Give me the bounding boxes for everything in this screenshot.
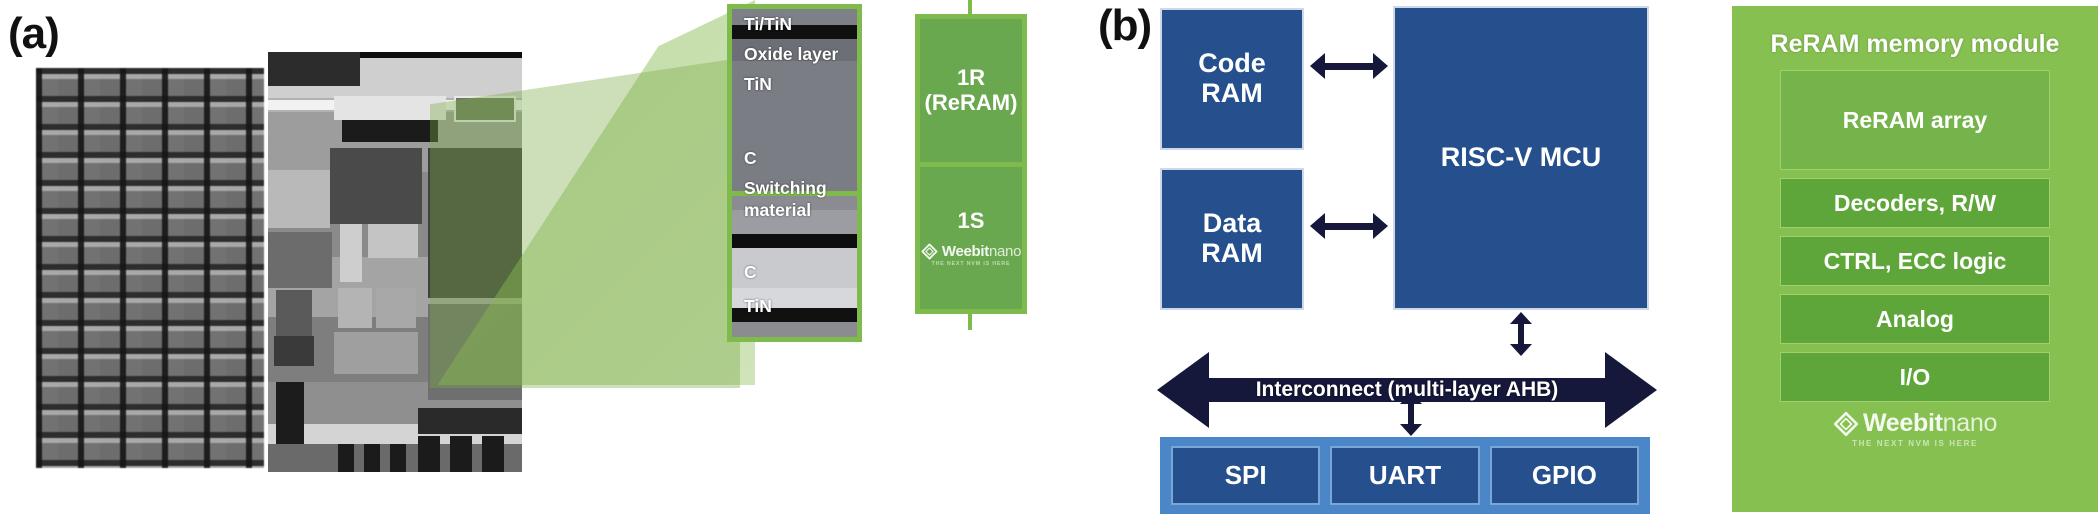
peripheral-spi: SPI: [1171, 446, 1321, 505]
layer-label-c-top: C: [744, 148, 757, 168]
tem-lower-segment: [732, 196, 857, 337]
1r1s-cell-schematic: 1R (ReRAM) 1S Weebitnano THE NEXT NVM IS…: [915, 14, 1027, 314]
1r-label-line1: 1R: [956, 64, 986, 90]
peripheral-bar: SPI UART GPIO: [1160, 437, 1650, 514]
code-ram-line2: RAM: [1201, 78, 1263, 108]
interconnect-label: Interconnect (multi-layer AHB): [1255, 378, 1559, 401]
reram-memory-module: ReRAM memory module ReRAM array Decoders…: [1732, 6, 2098, 512]
layer-label-oxide-layer: Oxide layer: [744, 44, 839, 64]
layer-label-tin-bottom: TiN: [744, 296, 772, 316]
weebitnano-wordmark-module: Weebitnano: [1862, 409, 1998, 437]
data-ram-line1: Data: [1202, 208, 1262, 239]
layer-label-c-bottom: C: [744, 262, 757, 282]
arrow-mcu-to-interconnect: [1510, 312, 1532, 356]
module-block-ctrl-ecc-logic: CTRL, ECC logic: [1780, 236, 2050, 286]
layer-label-switching-line1: Switching: [744, 178, 827, 198]
weebitnano-wordmark-cell: Weebitnano: [941, 243, 1022, 261]
1s-label: 1S: [957, 207, 985, 233]
weebitnano-tagline-module: THE NEXT NVM IS HERE: [1852, 439, 1978, 448]
cell-bottom-lead: [968, 312, 972, 330]
1r-label-line2: (ReRAM): [924, 90, 1018, 116]
arrow-code-ram-to-mcu: [1310, 53, 1388, 79]
layer-label-tin: TiN: [744, 74, 772, 94]
weebit-diamond-icon: [921, 243, 938, 260]
block-data-ram: Data RAM: [1160, 168, 1304, 310]
layer-label-ti-tin: Ti/TiN: [744, 14, 792, 34]
tem-cross-section-image: [268, 52, 522, 472]
1s-selector-block: 1S Weebitnano THE NEXT NVM IS HERE: [920, 167, 1022, 310]
weebitnano-logo-cell: Weebitnano THE NEXT NVM IS HERE: [921, 243, 1021, 267]
crossbar-array-sem-image: [36, 68, 264, 468]
weebitnano-tagline-cell: THE NEXT NVM IS HERE: [931, 260, 1011, 267]
module-block-reram-array: ReRAM array: [1780, 70, 2050, 170]
bus-arrow-right: [1605, 352, 1657, 428]
code-ram-line1: Code: [1198, 48, 1266, 79]
layer-label-switching-line2: material: [744, 200, 812, 220]
arrow-data-ram-to-mcu: [1310, 213, 1388, 239]
peripheral-gpio: GPIO: [1489, 446, 1639, 505]
panel-b-label: (b): [1098, 1, 1152, 50]
weebitnano-logo-module: Weebitnano THE NEXT NVM IS HERE: [1833, 409, 1997, 448]
reram-module-title: ReRAM memory module: [1770, 30, 2060, 58]
peripheral-uart: UART: [1330, 446, 1480, 505]
cell-top-lead: [968, 0, 972, 16]
risc-v-mcu-label: RISC-V MCU: [1440, 142, 1602, 173]
block-code-ram: Code RAM: [1160, 8, 1304, 150]
data-ram-line2: RAM: [1201, 238, 1263, 268]
module-block-analog: Analog: [1780, 294, 2050, 344]
1r-reram-block: 1R (ReRAM): [920, 19, 1022, 167]
panel-a-label: (a): [8, 9, 60, 58]
tem-layer-stack-detail: [727, 4, 862, 342]
weebit-diamond-icon-module: [1833, 411, 1859, 436]
module-block-io: I/O: [1780, 352, 2050, 402]
tem-upper-segment: [732, 9, 857, 196]
arrow-interconnect-to-peripherals: [1400, 392, 1422, 436]
module-block-decoders-rw: Decoders, R/W: [1780, 178, 2050, 228]
block-risc-v-mcu: RISC-V MCU: [1393, 6, 1649, 310]
